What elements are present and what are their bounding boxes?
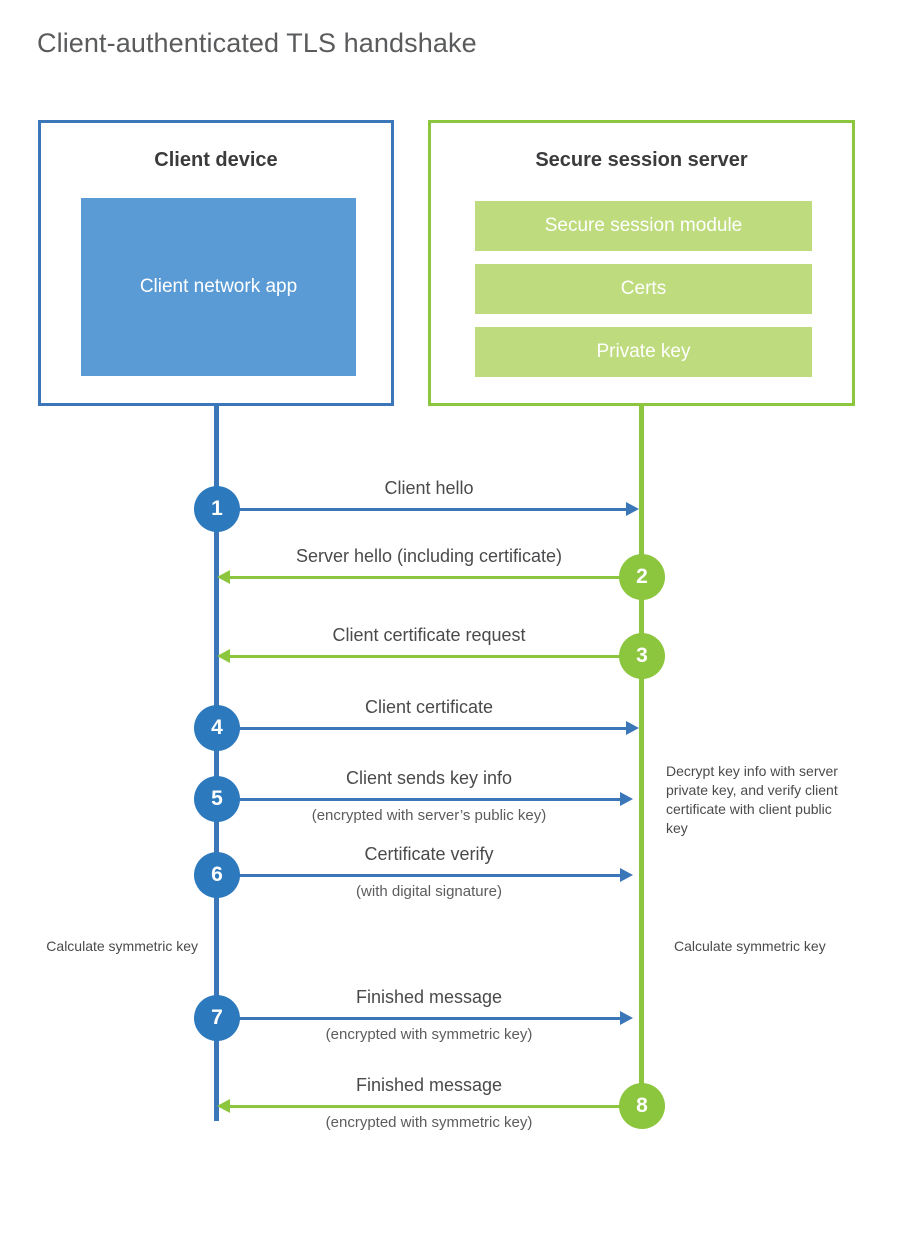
step-3-label: Client certificate request [332, 625, 526, 645]
page-title: Client-authenticated TLS handshake [37, 28, 477, 58]
step-5-sublabel: (encrypted with server’s public key) [311, 807, 547, 824]
step-8-sublabel: (encrypted with symmetric key) [325, 1114, 533, 1131]
client-network-app-box: Client network app [81, 198, 356, 376]
step-7-arrow-head [620, 1011, 633, 1025]
secure-session-server-box: Secure session server Secure session mod… [428, 120, 855, 406]
server-calculate-symmetric-key-note: Calculate symmetric key [674, 938, 826, 954]
step-4-number-badge[interactable]: 4 [194, 705, 240, 751]
step-3-arrow-head [217, 649, 230, 663]
step-7-arrow-line [217, 1017, 620, 1020]
client-calculate-symmetric-key-note: Calculate symmetric key [46, 938, 198, 954]
step-5-number-badge[interactable]: 5 [194, 776, 240, 822]
step-5-label: Client sends key info [345, 768, 513, 788]
server-lifeline [639, 403, 644, 1105]
secure-session-server-title: Secure session server [535, 149, 748, 171]
step-8-number-badge[interactable]: 8 [619, 1083, 665, 1129]
server-module-private-key: Private key [475, 327, 812, 377]
step-6-arrow-line [217, 874, 620, 877]
step-5-arrow-line [217, 798, 620, 801]
step-6-number-badge[interactable]: 6 [194, 852, 240, 898]
step-6-sublabel: (with digital signature) [356, 883, 502, 900]
step-4-arrow-line [217, 727, 626, 730]
step-1-number-badge[interactable]: 1 [194, 486, 240, 532]
step-8-label: Finished message [355, 1075, 503, 1095]
step-2-arrow-line [230, 576, 642, 579]
step-2-arrow-head [217, 570, 230, 584]
step-7-sublabel: (encrypted with symmetric key) [325, 1026, 533, 1043]
server-decrypt-note: Decrypt key info with server private key… [666, 763, 838, 836]
step-1-arrow-head [626, 502, 639, 516]
step-8-arrow-line [230, 1105, 642, 1108]
step-6-arrow-head [620, 868, 633, 882]
step-8-arrow-head [217, 1099, 230, 1113]
server-module-certs: Certs [475, 264, 812, 314]
step-4-arrow-head [626, 721, 639, 735]
step-7-label: Finished message [355, 987, 503, 1007]
client-device-box: Client device Client network app [38, 120, 394, 406]
client-lifeline [214, 403, 219, 1121]
step-7-number-badge[interactable]: 7 [194, 995, 240, 1041]
step-6-label: Certificate verify [364, 844, 494, 864]
client-device-title: Client device [154, 149, 278, 171]
step-2-label: Server hello (including certificate) [295, 546, 563, 566]
step-5-arrow-head [620, 792, 633, 806]
server-module-secure-session-module: Secure session module [475, 201, 812, 251]
step-1-label: Client hello [384, 478, 474, 498]
step-3-number-badge[interactable]: 3 [619, 633, 665, 679]
step-4-label: Client certificate [364, 697, 494, 717]
step-2-number-badge[interactable]: 2 [619, 554, 665, 600]
step-1-arrow-line [217, 508, 626, 511]
step-3-arrow-line [230, 655, 642, 658]
